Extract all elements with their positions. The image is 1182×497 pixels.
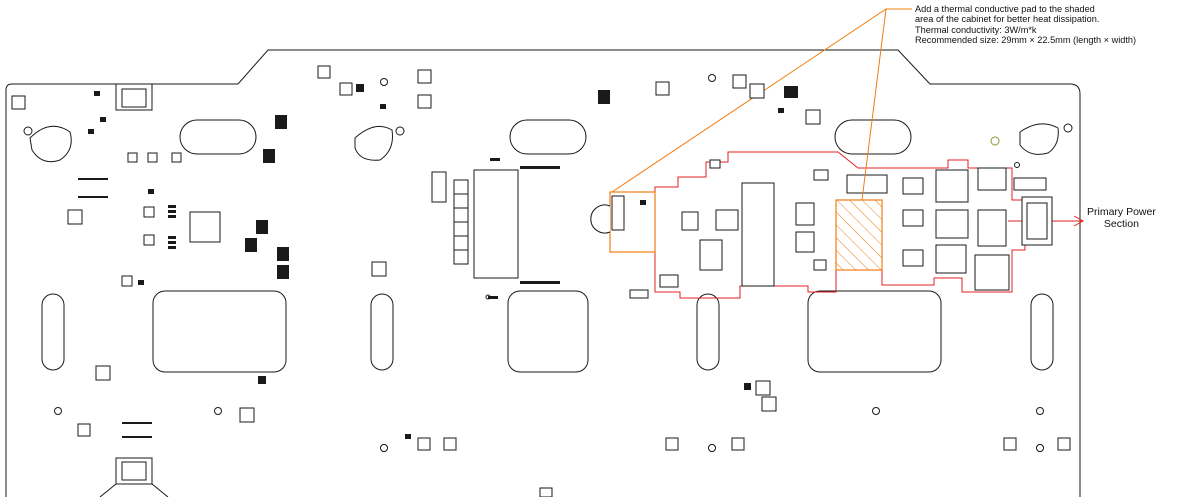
large-windows (152, 290, 942, 373)
thermal-note-line-2: area of the cabinet for better heat diss… (915, 14, 1100, 25)
usb-connector-bottom (99, 457, 169, 497)
usb-connector-top (115, 83, 153, 111)
thermal-pad-center (835, 199, 883, 271)
thermal-note-line-3: Thermal conductivity: 3W/m*k (915, 24, 1037, 35)
primary-power-line-2: Section (1103, 218, 1139, 230)
central-ic (431, 169, 625, 279)
mounting-teardrops (23, 123, 1073, 163)
power-hatch-region (654, 151, 1026, 299)
scattered-components (11, 65, 1071, 497)
thermal-note-line-4: Recommended size: 29mm × 22.5mm (length … (915, 34, 1137, 45)
thermal-callout-lines (611, 8, 912, 201)
power-components (629, 159, 1010, 299)
primary-power-line-1: Primary Power (1087, 206, 1156, 218)
via-circles (54, 74, 1044, 452)
vertical-slots (41, 293, 1054, 371)
pin-rows (78, 158, 560, 438)
board-outline (5, 49, 1081, 497)
right-edge-connector (1013, 177, 1053, 246)
thermal-note-line-1: Add a thermal conductive pad to the shad… (915, 4, 1095, 14)
small-chips (88, 84, 798, 439)
primary-power-label: Primary Power Section (1087, 206, 1156, 230)
thermal-pad-note: Add a thermal conductive pad to the shad… (915, 4, 1136, 45)
slot-cutouts-top (179, 119, 912, 155)
